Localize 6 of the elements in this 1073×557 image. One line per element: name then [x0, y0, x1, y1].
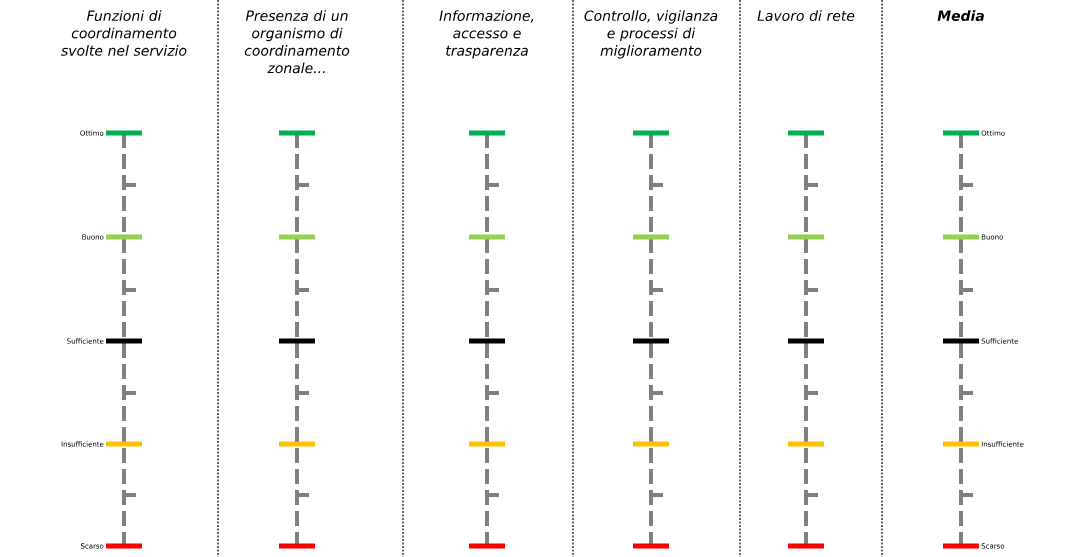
- column-heading: Controllo, vigilanza e processi di miglioramento: [584, 10, 718, 59]
- column-heading: Lavoro di rete: [757, 10, 855, 21]
- column-heading: Informazione, accesso e trasparenza: [439, 10, 534, 59]
- column-heading: Media: [937, 10, 984, 21]
- column-heading: Funzioni di coordinamento svolte nel servizio: [61, 10, 187, 56]
- column-heading: Presenza di un organismo di coordinamento zonale...: [244, 10, 350, 74]
